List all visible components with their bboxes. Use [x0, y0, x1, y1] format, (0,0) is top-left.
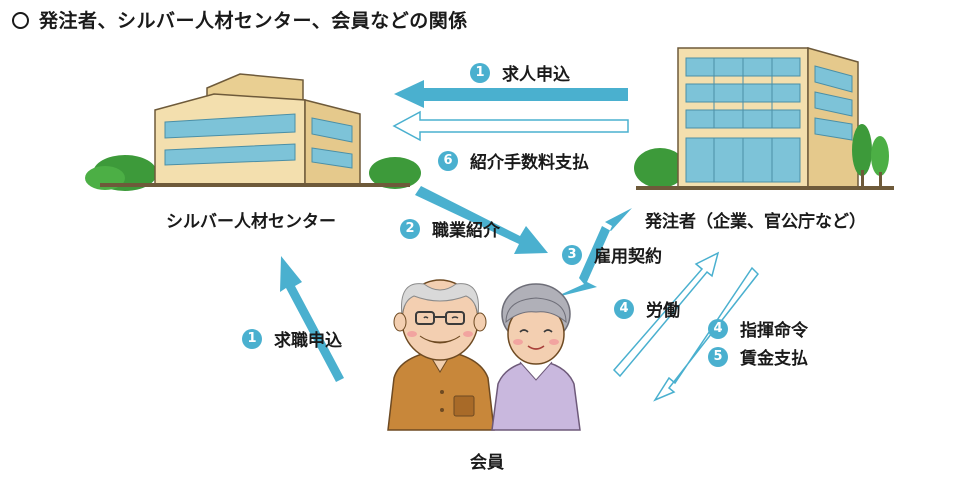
arrow-job-offer [394, 80, 628, 108]
step-number-badge: 1 [470, 62, 490, 83]
client-label: 発注者（企業、官公庁など） [645, 212, 866, 232]
arrow-job-application [280, 256, 344, 382]
step-number-badge: 4 [614, 298, 634, 319]
circle-mark-icon [12, 12, 29, 29]
diagram-title: 発注者、シルバー人材センター、会員などの関係 [12, 6, 468, 33]
step-number-badge: 2 [400, 218, 420, 239]
arrow-fee-payment [392, 110, 629, 142]
step-number-badge: 3 [562, 244, 582, 265]
arrow-command-wage [653, 266, 759, 402]
step-number-badge: 4 [708, 318, 728, 339]
members-illustration [387, 279, 581, 431]
member-label: 会員 [470, 453, 504, 473]
step-number-badge: 1 [242, 328, 262, 349]
step-number-badge: 6 [438, 150, 458, 171]
step-number-badge: 5 [708, 346, 728, 367]
silver-center-building-icon [85, 73, 421, 191]
silver-center-label: シルバー人材センター [166, 212, 336, 232]
arrow-labor [612, 251, 720, 378]
arrow-employment-contract [553, 208, 632, 298]
arrow-job-introduction [415, 186, 548, 254]
client-building-icon [634, 47, 894, 190]
